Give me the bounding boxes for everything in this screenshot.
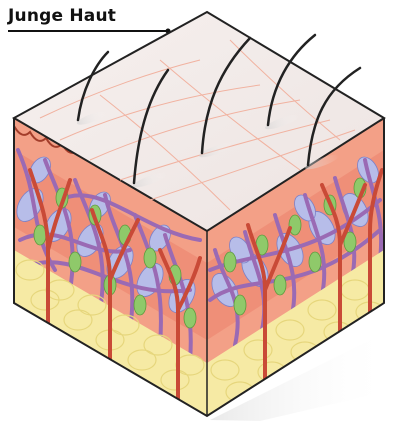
skin-cross-section-diagram	[0, 0, 393, 421]
